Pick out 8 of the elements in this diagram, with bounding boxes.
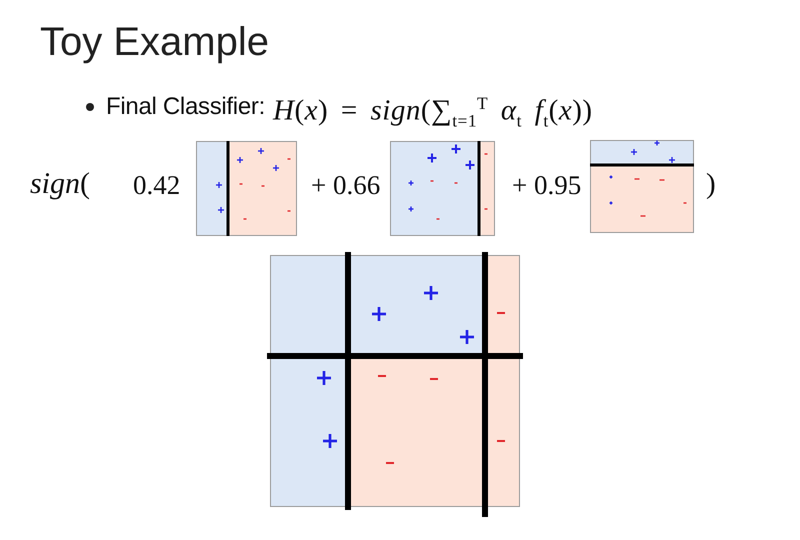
slide-title: Toy Example (40, 19, 269, 65)
weight-term: + 0.66 (311, 169, 380, 202)
weight-term: + 0.95 (512, 169, 582, 202)
formula-text: H(x) = sign(∑$_{t=1}$$^{T}$ α$_{t}$ f$_{t}$(x)) (273, 92, 593, 132)
closing-parenthesis: ) (706, 167, 716, 201)
weight-value: 0.42 (133, 169, 180, 202)
bullet-text: Final Classifier: (106, 92, 265, 122)
function-text: sign( (30, 167, 90, 201)
